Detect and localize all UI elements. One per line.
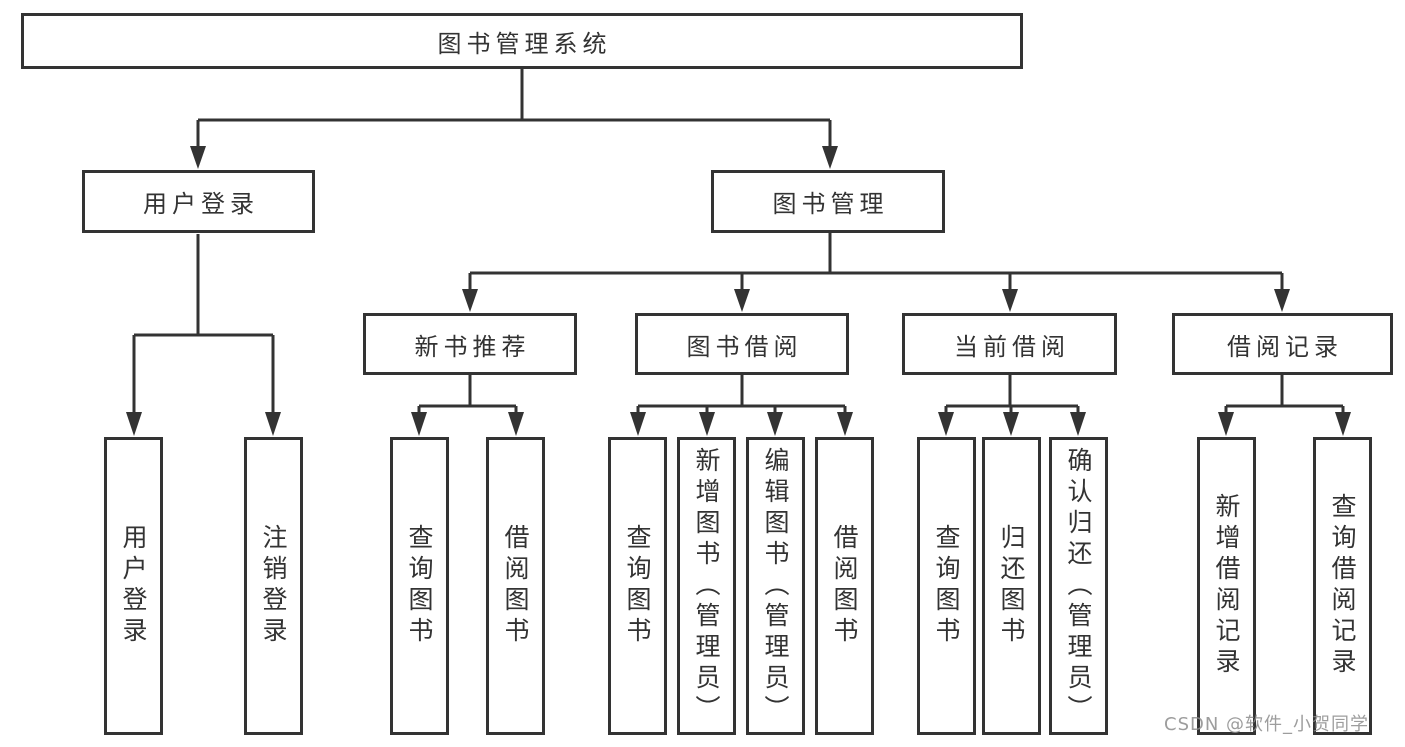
node-root: 图书管理系统: [21, 13, 1023, 69]
connector-line: [944, 375, 1080, 414]
edges-book-borrow-to-leaves: [630, 375, 853, 436]
leaf-logout: 注销登录: [244, 437, 303, 735]
arrowhead: [1218, 412, 1351, 436]
leaf-records-add-record: 新增借阅记录: [1197, 437, 1256, 735]
leaf-current-confirm-return-label: 确认归还（管理员）: [1064, 446, 1093, 726]
node-root-label: 图书管理系统: [437, 29, 612, 58]
node-current-borrow: 当前借阅: [902, 313, 1117, 375]
leaf-borrow-edit-books-label: 编辑图书（管理员）: [761, 446, 790, 726]
arrowhead: [190, 146, 838, 169]
leaf-user-login: 用户登录: [104, 437, 163, 735]
leaf-records-query-record-label: 查询借阅记录: [1328, 493, 1357, 679]
connector-line: [196, 69, 832, 148]
leaf-borrow-query-books: 查询图书: [608, 437, 667, 735]
leaf-new-query-books: 查询图书: [390, 437, 449, 735]
leaf-borrow-borrow-books: 借阅图书: [815, 437, 874, 735]
leaf-borrow-borrow-books-label: 借阅图书: [830, 524, 859, 648]
connector-line: [468, 233, 1284, 291]
arrowhead: [411, 412, 524, 436]
connector-line: [417, 375, 518, 414]
arrowhead: [462, 289, 1290, 312]
edges-user-login-to-leaves: [126, 234, 281, 436]
leaf-current-return-books-label: 归还图书: [997, 524, 1026, 648]
leaf-records-add-record-label: 新增借阅记录: [1212, 493, 1241, 679]
node-user-login-label: 用户登录: [143, 190, 259, 218]
edges-current-borrow-to-leaves: [938, 375, 1086, 436]
leaf-new-borrow-books: 借阅图书: [486, 437, 545, 735]
connector-line: [636, 375, 847, 414]
node-book-mgmt-label: 图书管理: [772, 190, 889, 218]
leaf-borrow-add-books-label: 新增图书（管理员）: [692, 446, 721, 726]
connector-line: [1224, 375, 1345, 414]
node-user-login: 用户登录: [82, 170, 315, 233]
node-new-book-rec: 新书推荐: [363, 313, 577, 375]
leaf-borrow-query-books-label: 查询图书: [623, 524, 652, 648]
node-current-borrow-label: 当前借阅: [954, 332, 1070, 361]
leaf-current-query-books-label: 查询图书: [932, 524, 961, 648]
arrowhead: [938, 412, 1086, 436]
arrowhead: [126, 412, 281, 436]
connector-line: [132, 234, 275, 414]
leaf-current-return-books: 归还图书: [982, 437, 1041, 735]
leaf-records-query-record: 查询借阅记录: [1313, 437, 1372, 735]
leaf-logout-label: 注销登录: [259, 524, 288, 648]
watermark: CSDN @软件_小贺同学: [1164, 714, 1370, 735]
node-book-mgmt: 图书管理: [711, 170, 945, 233]
leaf-new-borrow-books-label: 借阅图书: [501, 524, 530, 648]
edges-new-book-rec-to-leaves: [411, 375, 524, 436]
node-book-borrow-label: 图书借阅: [686, 332, 803, 361]
node-book-borrow: 图书借阅: [635, 313, 849, 375]
leaf-borrow-add-books: 新增图书（管理员）: [677, 437, 736, 735]
leaf-current-query-books: 查询图书: [917, 437, 976, 735]
arrowhead: [630, 412, 853, 436]
edges-root-to-level2: [190, 69, 838, 169]
leaf-new-query-books-label: 查询图书: [405, 524, 434, 648]
node-new-book-rec-label: 新书推荐: [414, 332, 531, 361]
leaf-borrow-edit-books: 编辑图书（管理员）: [746, 437, 805, 735]
node-borrow-records: 借阅记录: [1172, 313, 1393, 375]
node-borrow-records-label: 借阅记录: [1227, 332, 1343, 361]
edges-book-mgmt-to-level3: [462, 233, 1290, 312]
edges-borrow-records-to-leaves: [1218, 375, 1351, 436]
leaf-current-confirm-return: 确认归还（管理员）: [1049, 437, 1108, 735]
leaf-user-login-label: 用户登录: [119, 524, 148, 648]
